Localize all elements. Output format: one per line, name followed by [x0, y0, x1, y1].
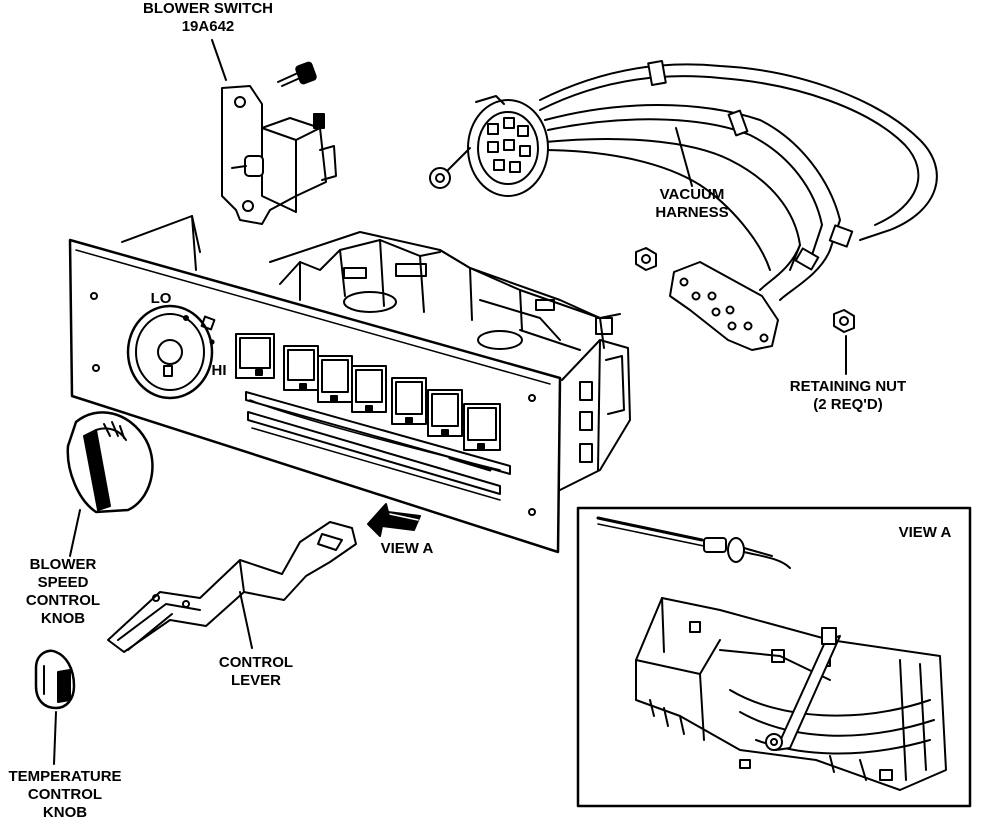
- blower-speed-knob: [66, 411, 154, 514]
- blower-switch-screw: [277, 61, 317, 87]
- label-lo: LO: [150, 290, 172, 307]
- retaining-nut-2: [833, 309, 855, 333]
- label-view-a-arrow: VIEW A: [380, 540, 434, 557]
- leader-blower-switch: [211, 39, 227, 81]
- view-a-inset: [576, 506, 972, 808]
- label-vacuum-harness: VACUUM HARNESS: [655, 186, 729, 221]
- label-retaining-nut: RETAINING NUT (2 REQ'D): [789, 378, 907, 413]
- label-view-a-inset: VIEW A: [898, 524, 952, 541]
- label-temperature-knob: TEMPERATURE CONTROL KNOB: [8, 768, 122, 821]
- control-lever: [107, 521, 357, 653]
- leader-control-lever: [239, 591, 253, 649]
- vacuum-harness: [429, 59, 938, 351]
- leader-temperature-knob: [53, 711, 57, 765]
- retaining-nut-1: [635, 247, 657, 271]
- label-blower-speed-knob: BLOWER SPEED CONTROL KNOB: [25, 556, 101, 627]
- temperature-knob: [34, 649, 76, 710]
- blower-switch: [221, 85, 337, 225]
- push-buttons: [235, 333, 501, 451]
- label-control-lever: CONTROL LEVER: [218, 654, 294, 689]
- view-a-arrow: [367, 503, 421, 537]
- label-blower-switch: BLOWER SWITCH 19A642: [143, 0, 273, 35]
- leader-blower-knob: [69, 509, 81, 557]
- leader-vacuum-harness: [675, 127, 693, 187]
- label-hi: HI: [211, 362, 227, 379]
- control-housing: [68, 215, 631, 554]
